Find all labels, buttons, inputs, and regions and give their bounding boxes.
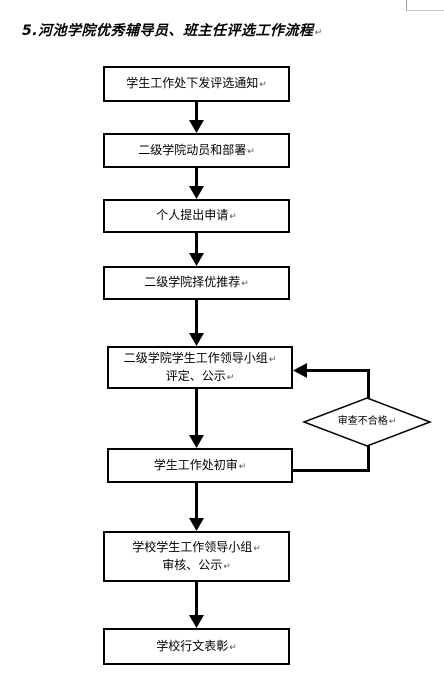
arrowhead-loop bbox=[293, 363, 307, 378]
loop-lower-vertical bbox=[367, 446, 370, 472]
step-college-committee-review: 二级学院学生工作领导小组↵ 评定、公示↵ bbox=[107, 346, 293, 389]
arrowhead-1 bbox=[189, 120, 204, 133]
decision-diamond bbox=[301, 397, 433, 447]
step-publish-notice: 学生工作处下发评选通知↵ bbox=[103, 66, 290, 102]
paragraph-mark: ↵ bbox=[314, 28, 323, 38]
connector-5-6 bbox=[195, 389, 198, 435]
decision-label: 审查不合格↵ bbox=[337, 416, 397, 427]
connector-3-4 bbox=[195, 233, 198, 253]
connector-2-3 bbox=[195, 168, 198, 186]
page-corner-mark-h bbox=[406, 10, 444, 11]
step-college-recommend: 二级学院择优推荐↵ bbox=[103, 266, 290, 300]
step-5-line-2: 评定、公示↵ bbox=[165, 368, 235, 383]
arrowhead-7 bbox=[189, 615, 204, 628]
arrowhead-4 bbox=[189, 333, 204, 346]
step-7-line-2: 审核、公示↵ bbox=[162, 557, 231, 572]
step-5-line-1: 二级学院学生工作领导小组↵ bbox=[123, 350, 277, 365]
step-personal-application: 个人提出申请↵ bbox=[103, 199, 290, 233]
page-corner-mark bbox=[406, 0, 407, 10]
loop-bottom-horizontal bbox=[290, 469, 370, 472]
step-student-affairs-preliminary-review: 学生工作处初审↵ bbox=[107, 448, 293, 483]
step-7-line-1: 学校学生工作领导小组↵ bbox=[132, 539, 261, 554]
step-1-text: 学生工作处下发评选通知↵ bbox=[126, 76, 267, 90]
step-college-mobilize: 二级学院动员和部署↵ bbox=[103, 133, 290, 168]
step-2-text: 二级学院动员和部署↵ bbox=[138, 142, 255, 157]
loop-upper-vertical bbox=[367, 371, 370, 398]
loop-top-horizontal bbox=[306, 369, 370, 372]
document-title: 5.河池学院优秀辅导员、班主任评选工作流程↵ bbox=[22, 20, 323, 40]
arrowhead-6 bbox=[189, 518, 204, 531]
arrowhead-3 bbox=[189, 253, 204, 266]
step-school-commendation: 学校行文表彰↵ bbox=[103, 628, 290, 665]
connector-4-5 bbox=[195, 300, 198, 333]
step-4-text: 二级学院择优推荐↵ bbox=[144, 275, 249, 289]
connector-7-8 bbox=[195, 582, 198, 615]
step-6-text: 学生工作处初审↵ bbox=[153, 457, 247, 472]
title-text: 5.河池学院优秀辅导员、班主任评选工作流程 bbox=[22, 23, 314, 39]
step-8-text: 学校行文表彰↵ bbox=[156, 638, 237, 653]
step-3-text: 个人提出申请↵ bbox=[156, 208, 237, 222]
step-school-committee-review: 学校学生工作领导小组↵ 审核、公示↵ bbox=[103, 531, 290, 582]
connector-6-7 bbox=[195, 483, 198, 518]
arrowhead-2 bbox=[189, 186, 204, 199]
arrowhead-5 bbox=[189, 435, 204, 448]
connector-1-2 bbox=[195, 102, 198, 120]
